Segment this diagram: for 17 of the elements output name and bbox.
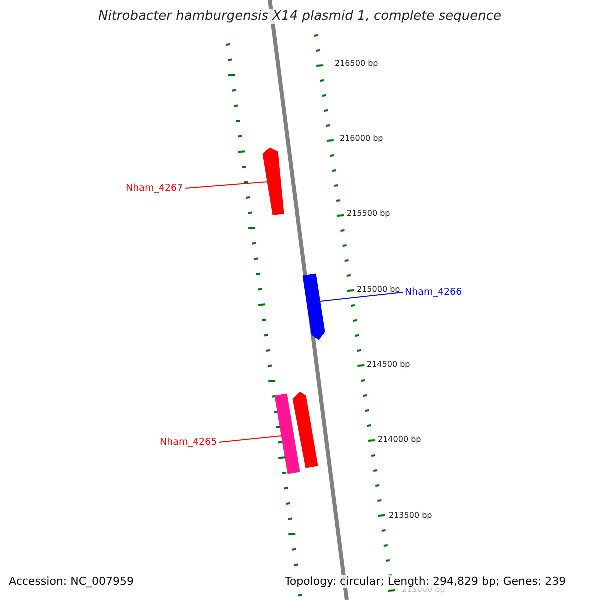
leader-line: [184, 182, 268, 189]
scale-label: 215000 bp: [357, 285, 400, 294]
scale-label: 214000 bp: [378, 435, 422, 444]
leader-line: [218, 436, 282, 443]
scale-label: 213000 bp: [402, 585, 446, 594]
scale-label: 215500 bp: [347, 209, 390, 218]
map-title: Nitrobacter hamburgensis X14 plasmid 1, complete sequence: [98, 9, 502, 24]
scale-label: 213500 bp: [389, 511, 432, 520]
scale-label: 214500 bp: [367, 360, 410, 369]
scale-label: 216500 bp: [335, 59, 378, 68]
gene-label: Nham_4266: [405, 287, 462, 298]
gene-label: Nham_4267: [126, 183, 184, 194]
leader-line: [306, 292, 404, 304]
footer-text: Topology: circular; Length: 294,829 bp; Genes: 239: [285, 575, 566, 588]
gene-label: Nham_4265: [160, 437, 218, 448]
footer-text: Accession: NC_007959: [9, 575, 134, 588]
scale-label: 216000 bp: [340, 134, 384, 143]
